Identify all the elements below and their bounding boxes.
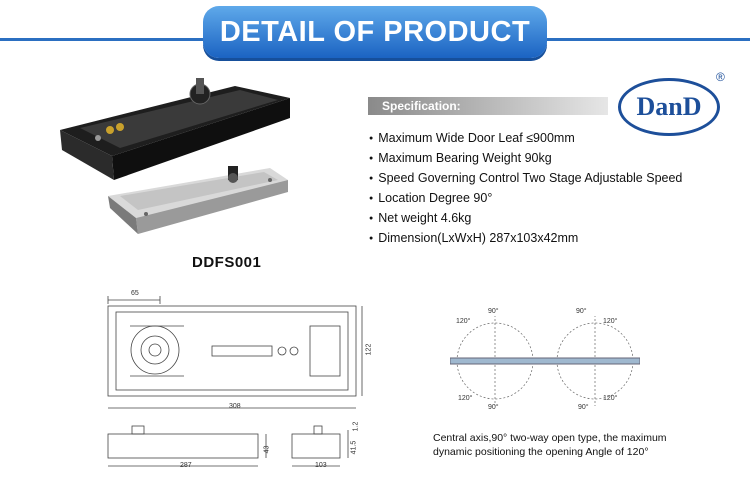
angle-90-bottom-left: 90° [488, 404, 499, 411]
dim-308: 308 [229, 403, 241, 410]
angle-90-top-left: 90° [488, 308, 499, 315]
header-banner: DETAIL OF PRODUCT [203, 6, 547, 58]
page-title: DETAIL OF PRODUCT [219, 15, 531, 48]
angle-120-bottom-right: 120° [603, 395, 618, 402]
spec-heading: Specification: [382, 99, 461, 113]
angle-90-top-right: 90° [576, 308, 587, 315]
top-view-drawing [107, 296, 363, 409]
dim-43: 43 [263, 445, 271, 454]
side-view-drawing [107, 425, 349, 467]
spec-item: Maximum Wide Door Leaf ≤900mm [369, 130, 682, 150]
spec-heading-bar: Specification: [368, 97, 608, 115]
spec-list: Maximum Wide Door Leaf ≤900mm Maximum Be… [369, 130, 682, 250]
registered-mark: ® [716, 70, 725, 84]
brand-logo: DanD [618, 78, 720, 136]
spec-item: Location Degree 90° [369, 190, 682, 210]
dim-65: 65 [131, 290, 139, 297]
angle-90-bottom-right: 90° [578, 404, 589, 411]
product-photo [60, 78, 290, 234]
dim-103: 103 [315, 462, 327, 469]
diagram-caption: Central axis,90° two-way open type, the … [433, 431, 667, 459]
dim-1-2: 1.2 [352, 421, 360, 432]
caption-line-2: dynamic positioning the opening Angle of… [433, 446, 649, 458]
spec-item: Dimension(LxWxH) 287x103x42mm [369, 230, 682, 250]
spec-item: Maximum Bearing Weight 90kg [369, 150, 682, 170]
dim-41-5: 41.5 [350, 440, 358, 455]
dim-122: 122 [365, 343, 373, 356]
spec-item: Net weight 4.6kg [369, 210, 682, 230]
angle-120-bottom-left: 120° [458, 395, 473, 402]
angle-120-top-right: 120° [603, 318, 618, 325]
model-number: DDFS001 [192, 254, 262, 271]
angle-120-top-left: 120° [456, 318, 471, 325]
logo-text: DanD [636, 92, 702, 121]
spec-item: Speed Governing Control Two Stage Adjust… [369, 170, 682, 190]
opening-angle-diagram [450, 316, 640, 406]
caption-line-1: Central axis,90° two-way open type, the … [433, 432, 667, 444]
dim-287: 287 [180, 462, 192, 469]
